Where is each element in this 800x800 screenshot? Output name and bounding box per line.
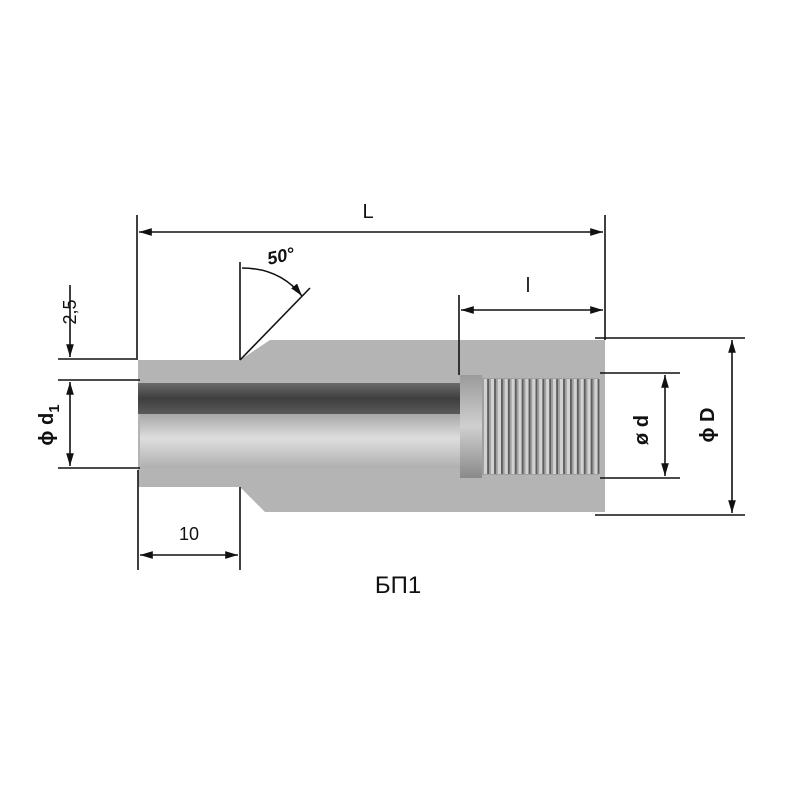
thread-groove	[528, 379, 531, 474]
label-d: ø d	[631, 415, 653, 445]
label-d1: ϕ d	[36, 413, 58, 446]
dimension-wall-step: 2,5	[58, 285, 140, 381]
thread-ridge	[497, 379, 501, 474]
thread-ridge	[580, 379, 584, 474]
thread-ridge	[587, 379, 591, 474]
thread-ridge	[511, 379, 515, 474]
thread-ridge	[553, 379, 557, 474]
thread-groove	[494, 379, 496, 474]
part-body	[138, 340, 605, 512]
dimension-l: l	[458, 275, 603, 375]
thread-ridge	[504, 379, 508, 474]
thread-ridge	[484, 379, 488, 474]
thread-ridge	[559, 379, 564, 474]
thread-groove	[563, 379, 565, 474]
bore-lower	[140, 414, 460, 468]
thread-ridge	[546, 379, 550, 474]
label-D: ϕ D	[697, 408, 719, 443]
label-end-length: 10	[179, 524, 199, 544]
thread-groove	[501, 379, 503, 474]
thread-groove	[549, 379, 552, 474]
thread-groove	[514, 379, 517, 474]
thread-ridge	[525, 379, 529, 474]
label-L: L	[362, 201, 373, 223]
thread-ridge	[566, 379, 570, 474]
thread-groove	[487, 379, 489, 474]
thread-groove	[583, 379, 586, 474]
thread-groove	[590, 379, 593, 474]
dimension-D: ϕ D	[595, 337, 745, 516]
dimension-angle: 50°	[239, 243, 311, 361]
thread-groove	[535, 379, 538, 474]
label-l: l	[526, 275, 530, 297]
label-wall-step: 2,5	[60, 299, 80, 324]
thread-ridge	[573, 379, 577, 474]
thread-start	[460, 375, 482, 478]
dimension-end-length: 10	[137, 470, 241, 570]
thread	[482, 378, 600, 475]
thread-groove	[570, 379, 572, 474]
dimension-L: L	[136, 201, 606, 360]
thread-groove	[542, 379, 545, 474]
thread-ridge	[532, 379, 536, 474]
thread-ridge	[518, 379, 522, 474]
dimension-d: ø d	[600, 372, 680, 479]
thread-groove	[521, 379, 524, 474]
thread-groove	[576, 379, 579, 474]
dimension-d1: ϕ d1	[36, 382, 140, 469]
drawing-title: БП1	[375, 572, 421, 599]
thread-ridge	[539, 379, 543, 474]
thread-groove	[556, 379, 558, 474]
label-d1-group: ϕ d1	[36, 404, 63, 445]
bore-upper	[138, 383, 460, 414]
thread-ridge	[490, 379, 495, 474]
thread-groove	[597, 379, 600, 474]
label-angle: 50°	[265, 243, 297, 268]
thread-ridge	[594, 379, 598, 474]
thread-groove	[507, 379, 510, 474]
label-d1-sub: 1	[46, 404, 63, 412]
